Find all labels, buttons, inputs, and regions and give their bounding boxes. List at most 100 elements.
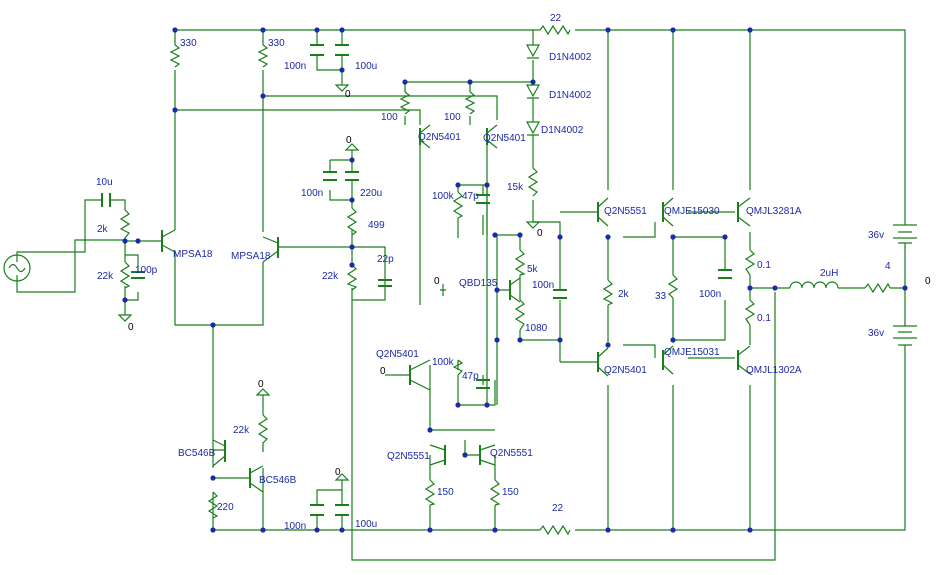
r-22-top-label: 22 xyxy=(550,13,562,24)
junction-dot xyxy=(122,297,128,303)
junction-dot xyxy=(492,232,498,238)
q-mje15031-label: QMJE15031 xyxy=(664,347,720,358)
junction-dot xyxy=(260,27,266,33)
labels: 330 330 100n 100u 0 22 D1N4002 D1N4002 D… xyxy=(96,13,931,532)
junction-dot xyxy=(349,244,355,250)
r-22k-fb-label: 22k xyxy=(322,271,339,282)
junction-dot xyxy=(670,234,676,240)
junction-dot xyxy=(122,238,128,244)
d1-label: D1N4002 xyxy=(549,52,592,63)
junction-dot xyxy=(494,287,500,293)
r-22-bottom-label: 22 xyxy=(552,503,564,514)
r-22k-cs-label: 22k xyxy=(233,425,250,436)
inductor xyxy=(789,281,839,289)
r-15k-label: 15k xyxy=(507,182,524,193)
diodes xyxy=(525,44,541,136)
c-100n-out-label: 100n xyxy=(699,289,721,300)
r-100-b-label: 100 xyxy=(444,112,461,123)
transistors xyxy=(161,124,751,493)
voltage-source xyxy=(3,254,31,282)
junction-dot xyxy=(260,527,266,533)
resistors xyxy=(119,24,891,536)
r-330-b-label: 330 xyxy=(268,38,285,49)
junction-dot xyxy=(557,337,563,343)
gnd-top-label: 0 xyxy=(345,89,351,100)
junction-dot xyxy=(494,337,500,343)
q-2n5551-c-label: Q2N5551 xyxy=(604,206,647,217)
q-2n5401-c-label: Q2N5401 xyxy=(376,349,419,360)
c-22p-label: 22p xyxy=(377,254,394,265)
junction-dot xyxy=(492,527,498,533)
junction-dot xyxy=(747,285,753,291)
junction-dot xyxy=(484,182,490,188)
gnd-vas-label: 0 xyxy=(434,276,440,287)
v-36v-b-label: 36v xyxy=(868,328,884,339)
junction-dot xyxy=(172,27,178,33)
junction-dot xyxy=(402,79,408,85)
d2-label: D1N4002 xyxy=(549,90,592,101)
junction-dots xyxy=(122,27,908,533)
junction-dot xyxy=(467,79,473,85)
junction-dot xyxy=(349,197,355,203)
q-mje15030-label: QMJE15030 xyxy=(664,206,720,217)
r-150-a-label: 150 xyxy=(437,487,454,498)
junction-dot xyxy=(605,234,611,240)
gnd-bias-label: 0 xyxy=(537,228,543,239)
junction-dot xyxy=(339,67,345,73)
r-100k-a-label: 100k xyxy=(432,191,455,202)
junction-dot xyxy=(339,527,345,533)
q-bd135-label: QBD135 xyxy=(459,278,498,289)
r-330-a-label: 330 xyxy=(180,38,197,49)
junction-dot xyxy=(210,322,216,328)
r-22k-in-label: 22k xyxy=(97,271,114,282)
junction-dot xyxy=(427,427,433,433)
junction-dot xyxy=(349,157,355,163)
q-mpsa18-b-label: MPSA18 xyxy=(231,251,271,262)
junction-dot xyxy=(314,527,320,533)
junction-dot xyxy=(902,285,908,291)
gnd-cs2-label: 0 xyxy=(258,379,264,390)
junction-dot xyxy=(747,527,753,533)
r-5k-label: 5k xyxy=(527,264,539,275)
c-47p-a-label: 47p xyxy=(462,191,479,202)
q-2n5551-b-label: Q2N5551 xyxy=(490,448,533,459)
junction-dot xyxy=(605,27,611,33)
c-100u-top-label: 100u xyxy=(355,61,377,72)
junction-dot xyxy=(349,262,355,268)
ground-symbols xyxy=(117,84,541,481)
r-150-b-label: 150 xyxy=(502,487,519,498)
v-36v-a-label: 36v xyxy=(868,230,884,241)
junction-dot xyxy=(517,232,523,238)
d3-label: D1N4002 xyxy=(541,125,584,136)
q-2n5401-a-label: Q2N5401 xyxy=(418,132,461,143)
junction-dot xyxy=(455,402,461,408)
q-bc546b-b-label: BC546B xyxy=(259,475,297,486)
junction-dot xyxy=(427,527,433,533)
q-mjl3281a-label: QMJL3281A xyxy=(746,206,802,217)
wires xyxy=(16,29,906,561)
junction-dot xyxy=(517,337,523,343)
c-100n-fb-label: 100n xyxy=(301,188,323,199)
gnd-cs-label: 0 xyxy=(380,366,386,377)
q-2n5401-b-label: Q2N5401 xyxy=(483,133,526,144)
junction-dot xyxy=(605,527,611,533)
r-220-label: 220 xyxy=(217,502,234,513)
junction-dot xyxy=(557,234,563,240)
gnd-bottom-label: 0 xyxy=(335,467,341,478)
junction-dot xyxy=(210,527,216,533)
gnd-in-label: 0 xyxy=(128,322,134,333)
junction-dot xyxy=(339,27,345,33)
r-100-a-label: 100 xyxy=(381,112,398,123)
c-220u-label: 220u xyxy=(360,188,382,199)
junction-dot xyxy=(605,342,611,348)
junction-dot xyxy=(455,182,461,188)
capacitors xyxy=(101,44,732,516)
gnd-fb-label: 0 xyxy=(346,135,352,146)
junction-dot xyxy=(747,27,753,33)
c-100u-bottom-label: 100u xyxy=(355,519,377,530)
r-01-a-label: 0.1 xyxy=(757,260,771,271)
q-mjl1302a-label: QMJL1302A xyxy=(746,365,802,376)
r-33-label: 33 xyxy=(655,291,667,302)
q-2n5551-a-label: Q2N5551 xyxy=(387,451,430,462)
